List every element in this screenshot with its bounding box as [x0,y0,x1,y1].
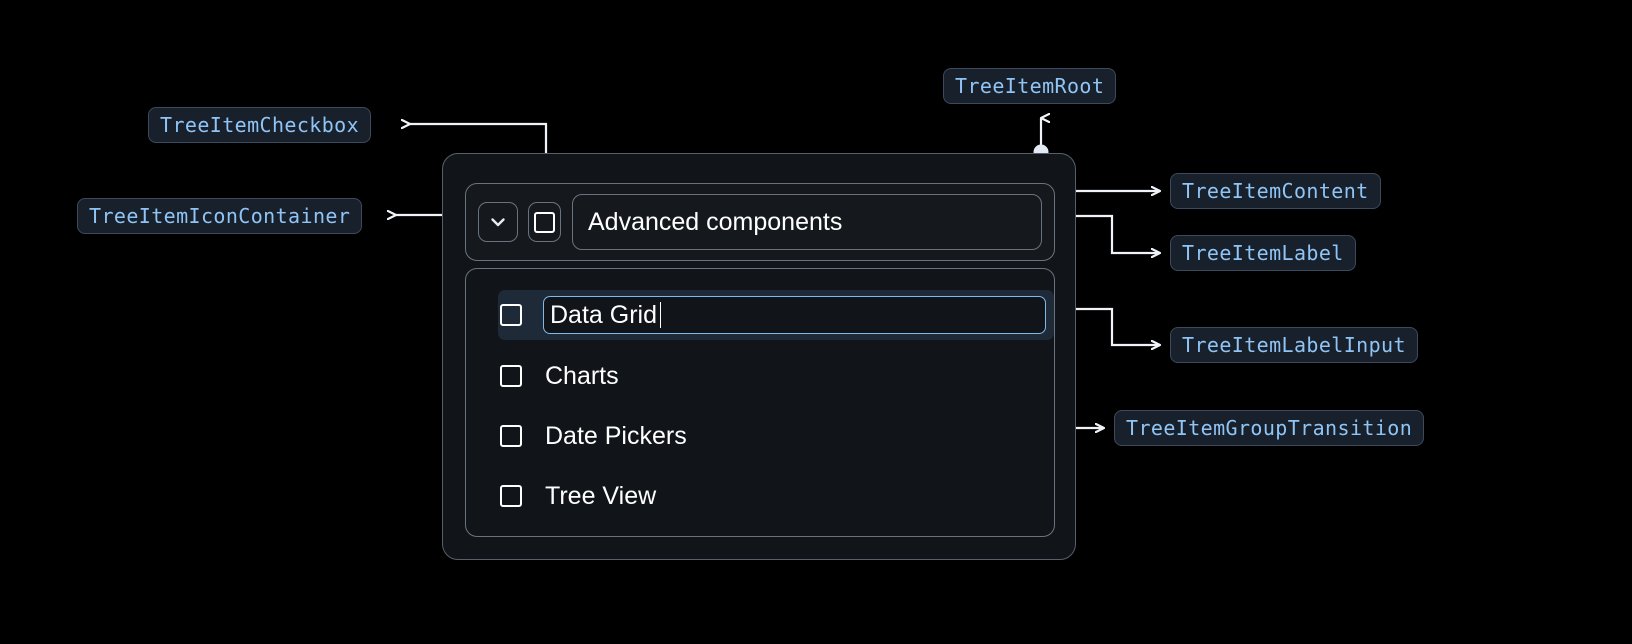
annotation-chip-treeitemgrouptransition: TreeItemGroupTransition [1114,410,1425,446]
annotation-chip-treeitemcontent: TreeItemContent [1170,173,1381,209]
tree-row-data-grid[interactable]: Data Grid [498,290,1054,340]
tree-item-checkbox[interactable] [500,425,522,447]
tree-item-root[interactable]: Advanced components Data Grid Charts Dat… [442,153,1076,560]
tree-item-label: Date Pickers [545,421,687,450]
label-input-value: Data Grid [550,300,657,329]
tree-item-label: Charts [545,361,619,390]
tree-item-checkbox[interactable] [500,304,522,326]
annotation-chip-treeitemroot: TreeItemRoot [943,68,1117,104]
text-caret [659,302,662,328]
annotation-chip-treeitemiconcontainer: TreeItemIconContainer [77,198,363,234]
tree-item-checkbox[interactable] [500,485,522,507]
tree-item-group-transition: Data Grid Charts Date Pickers Tree View [465,268,1055,537]
annotation-chip-treeitemcheckbox: TreeItemCheckbox [148,107,372,143]
chevron-down-icon [486,210,510,234]
tree-item-checkbox[interactable] [500,365,522,387]
annotation-chip-treeitemlabelinput: TreeItemLabelInput [1170,327,1418,363]
checkbox-box-icon [534,211,555,233]
tree-item-checkbox[interactable] [528,202,561,242]
tree-item-label: Tree View [545,481,657,510]
tree-item-content[interactable]: Advanced components [465,183,1055,261]
tree-row-date-pickers[interactable]: Date Pickers [466,412,1054,460]
annotation-chip-treeitemlabel: TreeItemLabel [1170,235,1356,271]
tree-item-icon-container[interactable] [478,202,518,242]
tree-row-charts[interactable]: Charts [466,352,1054,400]
tree-item-label-input[interactable]: Data Grid [543,296,1046,334]
tree-item-label[interactable]: Advanced components [572,194,1042,250]
tree-row-tree-view[interactable]: Tree View [466,472,1054,520]
